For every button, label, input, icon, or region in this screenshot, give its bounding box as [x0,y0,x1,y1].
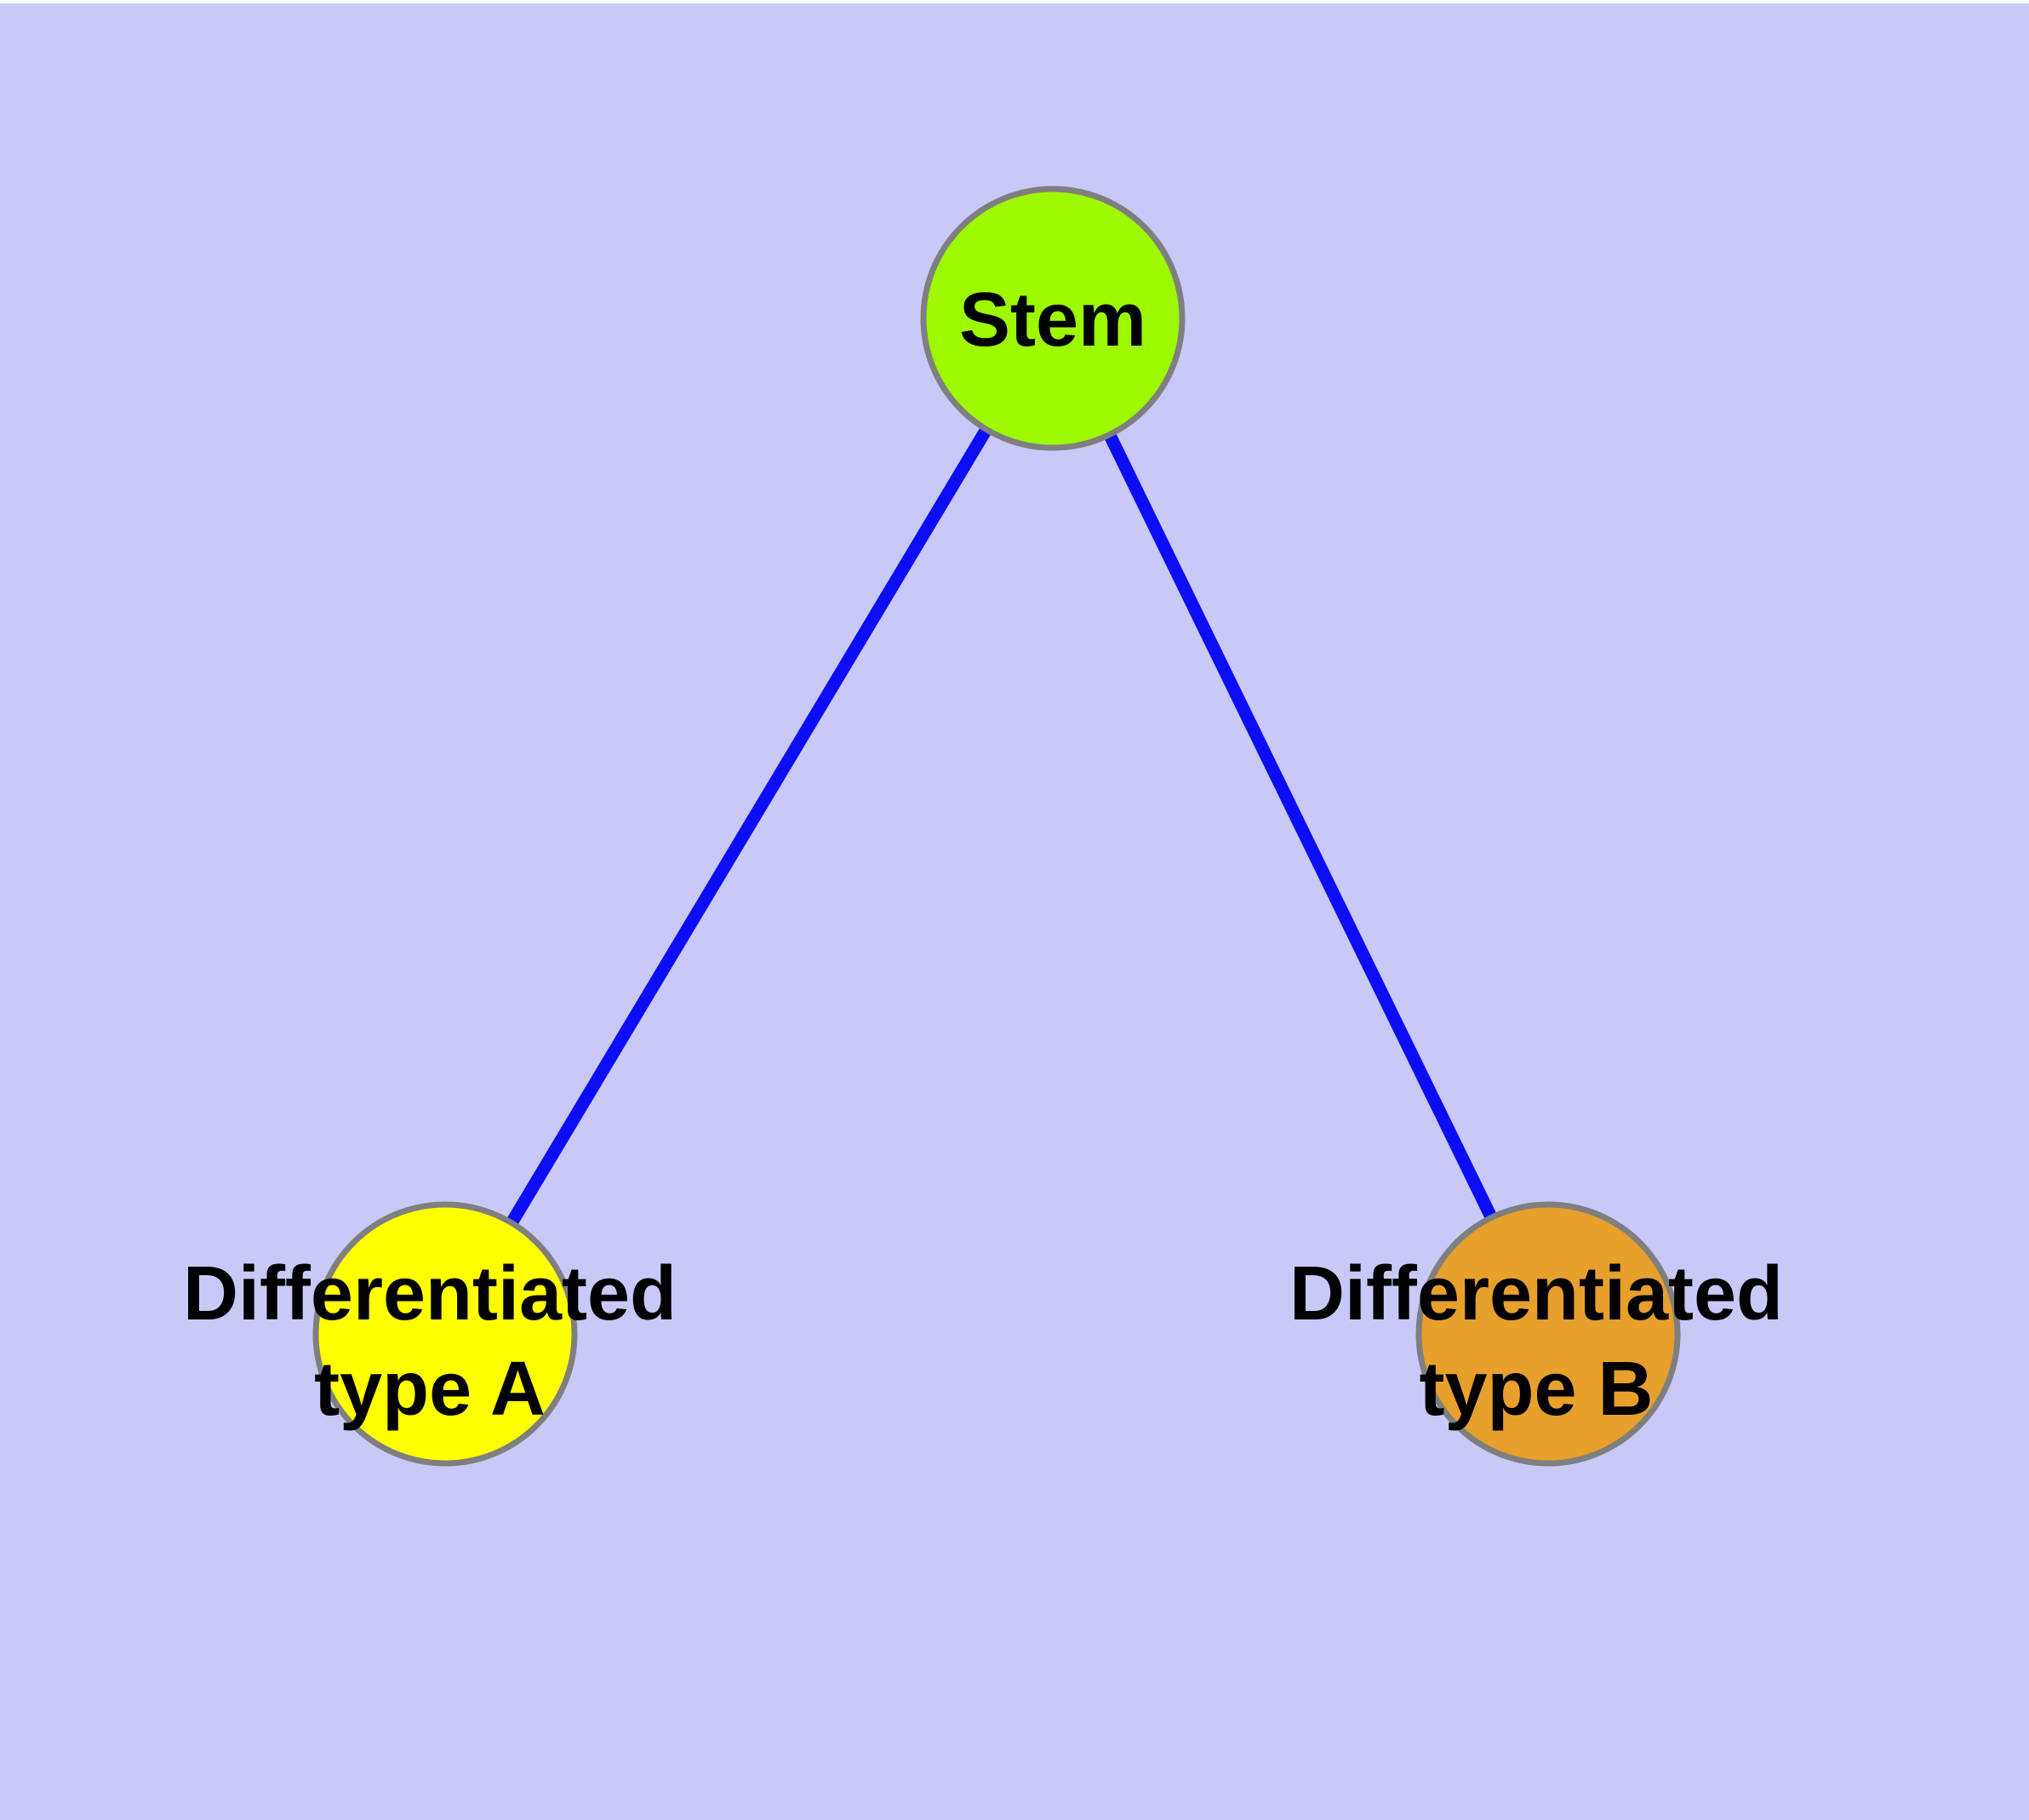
edge-stem-to-type-b [1047,315,1554,1337]
node-type-a-label-line2: type A [314,1347,546,1432]
node-type-a-circle [312,1201,578,1467]
node-type-b-circle [1415,1201,1681,1467]
node-stem-label: Stem [959,278,1146,363]
node-type-b-label-line2: type B [1419,1347,1653,1432]
node-type-b-label-line1: Differentiated [1289,1251,1783,1336]
window-top-strip [0,0,2029,3]
node-stem-circle [920,186,1186,451]
edge-stem-to-type-a [439,315,1059,1337]
node-type-a-label-line1: Differentiated [183,1251,677,1336]
